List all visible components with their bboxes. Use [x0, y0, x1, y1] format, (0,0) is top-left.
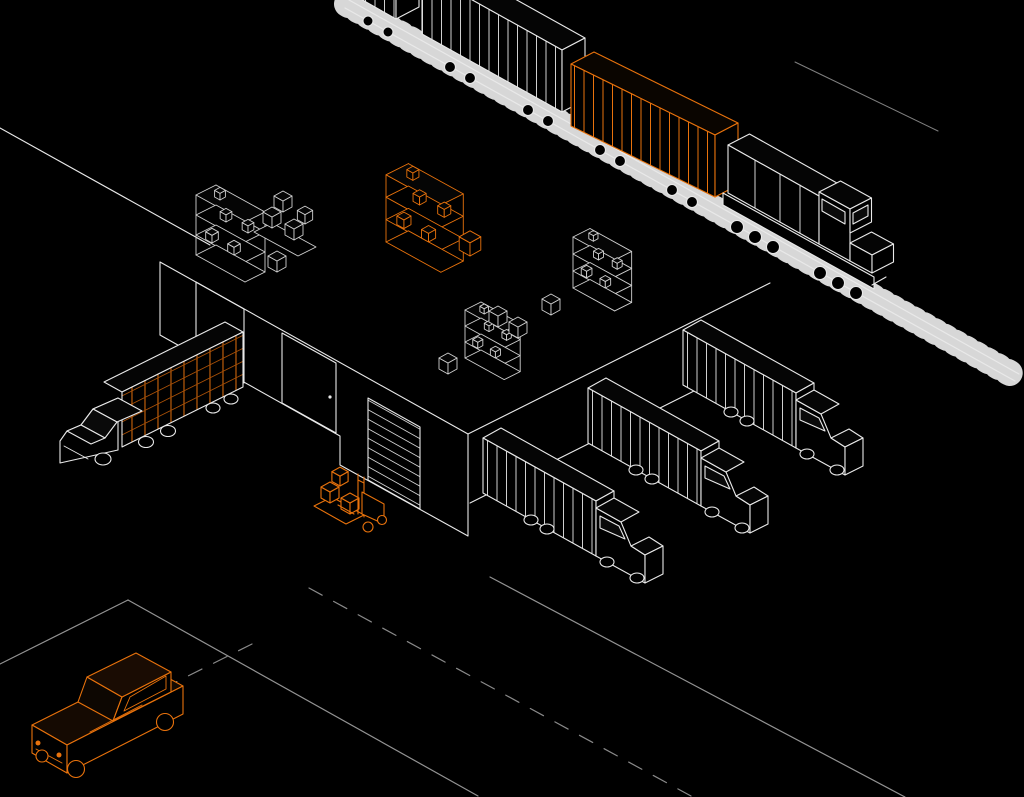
apron-edge-east [489, 576, 906, 797]
car-highlighted [31, 652, 184, 779]
car-side [66, 685, 184, 774]
car-door-line [89, 704, 143, 733]
road-edge-south [127, 599, 479, 797]
loose-box [267, 250, 287, 273]
entry-door-knob [328, 395, 332, 399]
pallet-lift [337, 473, 388, 533]
loco-deck [722, 192, 875, 290]
loco-cab-window [821, 198, 846, 225]
forklift-pallet [313, 466, 388, 533]
loose-box [541, 293, 561, 316]
loco-cab-front-window [852, 204, 869, 225]
car-headlight [56, 752, 62, 758]
freight-train [361, 0, 895, 301]
cab-grille [63, 445, 89, 460]
railroad [334, 0, 1024, 390]
storage-area [196, 164, 632, 380]
car-wheels [35, 712, 175, 779]
loco-wheels [729, 219, 864, 301]
loose-box [438, 352, 458, 375]
trackside-boundary [794, 61, 939, 132]
truck-west-dock [59, 321, 244, 466]
car-headlight [35, 740, 41, 746]
container-car-highlighted [570, 51, 739, 209]
rail-far [348, 0, 1020, 375]
car-cabin-top [86, 652, 172, 698]
loose-box [508, 316, 528, 339]
orange-car-wheels [593, 143, 699, 209]
entry-door [281, 332, 337, 434]
cab-hood [66, 424, 106, 445]
pallet-box-stack [253, 190, 317, 257]
warehouse-back-edge [0, 127, 211, 246]
loco-nose-front [871, 243, 895, 274]
garage-door [367, 397, 421, 510]
loco-plow [871, 276, 887, 286]
railroad-ties [334, 0, 1024, 390]
car-side-window [123, 675, 167, 712]
locomotive [722, 133, 895, 301]
loose-box [488, 305, 508, 328]
rail-near [344, 7, 1016, 382]
truck-west-wheels [94, 393, 239, 466]
road-edge-west [0, 599, 129, 665]
trailer-cargo-side [121, 331, 244, 448]
warehouse-building [0, 127, 771, 537]
highlighted-box [458, 230, 482, 257]
container-car-partial [361, 0, 420, 38]
